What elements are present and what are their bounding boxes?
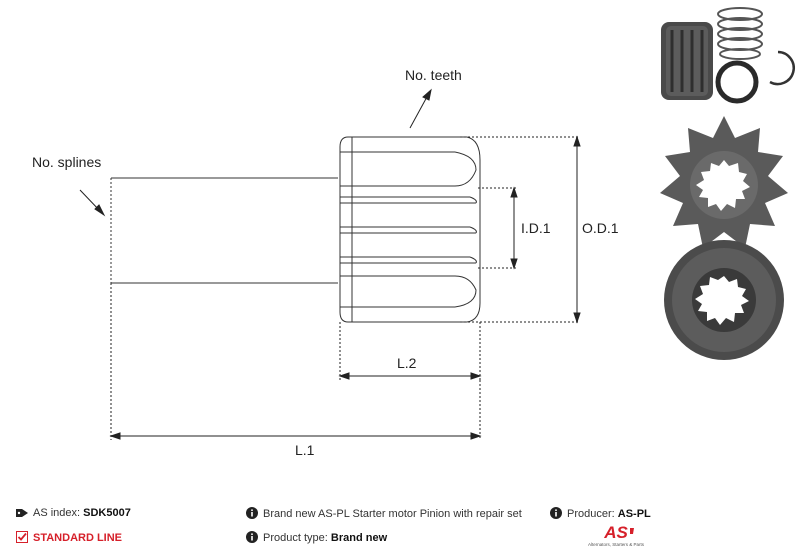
tag-icon: [16, 509, 28, 517]
logo-mark: AS: [603, 523, 628, 542]
checkbox-checked-icon: [16, 531, 28, 543]
producer-row: Producer: AS-PL: [550, 507, 651, 520]
info-icon: [246, 507, 258, 519]
standard-line-label: STANDARD LINE: [33, 532, 123, 544]
product-photo-pinion-bottom: [664, 240, 784, 360]
product-type-value: Brand new: [330, 532, 388, 544]
label-no-splines: No. splines: [32, 154, 101, 170]
label-id1: I.D.1: [521, 220, 551, 236]
product-type-row: Product type: Brand new: [246, 531, 387, 544]
info-icon: [246, 531, 258, 543]
product-type-label: Product type:: [263, 532, 328, 544]
product-photo-repair-set: [661, 7, 795, 104]
producer-value: AS-PL: [617, 508, 651, 520]
product-photo-pinion-top: [660, 116, 788, 248]
dimension-lines: [79, 88, 581, 440]
description-row: Brand new AS-PL Starter motor Pinion wit…: [246, 507, 522, 520]
label-l2: L.2: [397, 355, 417, 371]
producer-label: Producer:: [567, 508, 615, 520]
label-od1: O.D.1: [582, 220, 619, 236]
as-index-label: AS index:: [33, 507, 81, 519]
pinion-shaft: [110, 177, 338, 284]
label-no-teeth: No. teeth: [405, 67, 462, 83]
info-icon: [550, 507, 562, 519]
as-pl-logo: AS Alternators, Starters & Parts: [588, 523, 645, 547]
label-l1: L.1: [295, 442, 315, 458]
description-text: Brand new AS-PL Starter motor Pinion wit…: [263, 508, 522, 520]
technical-drawing: No. teeth No. splines I.D.1 O.D.1 L.2 L.…: [32, 7, 795, 458]
as-index-value: SDK5007: [83, 507, 131, 519]
as-index-row: AS index: SDK5007: [16, 507, 131, 519]
logo-tagline: Alternators, Starters & Parts: [588, 542, 645, 547]
pinion-gear-body: [339, 136, 481, 323]
standard-line-row: STANDARD LINE: [16, 531, 122, 544]
